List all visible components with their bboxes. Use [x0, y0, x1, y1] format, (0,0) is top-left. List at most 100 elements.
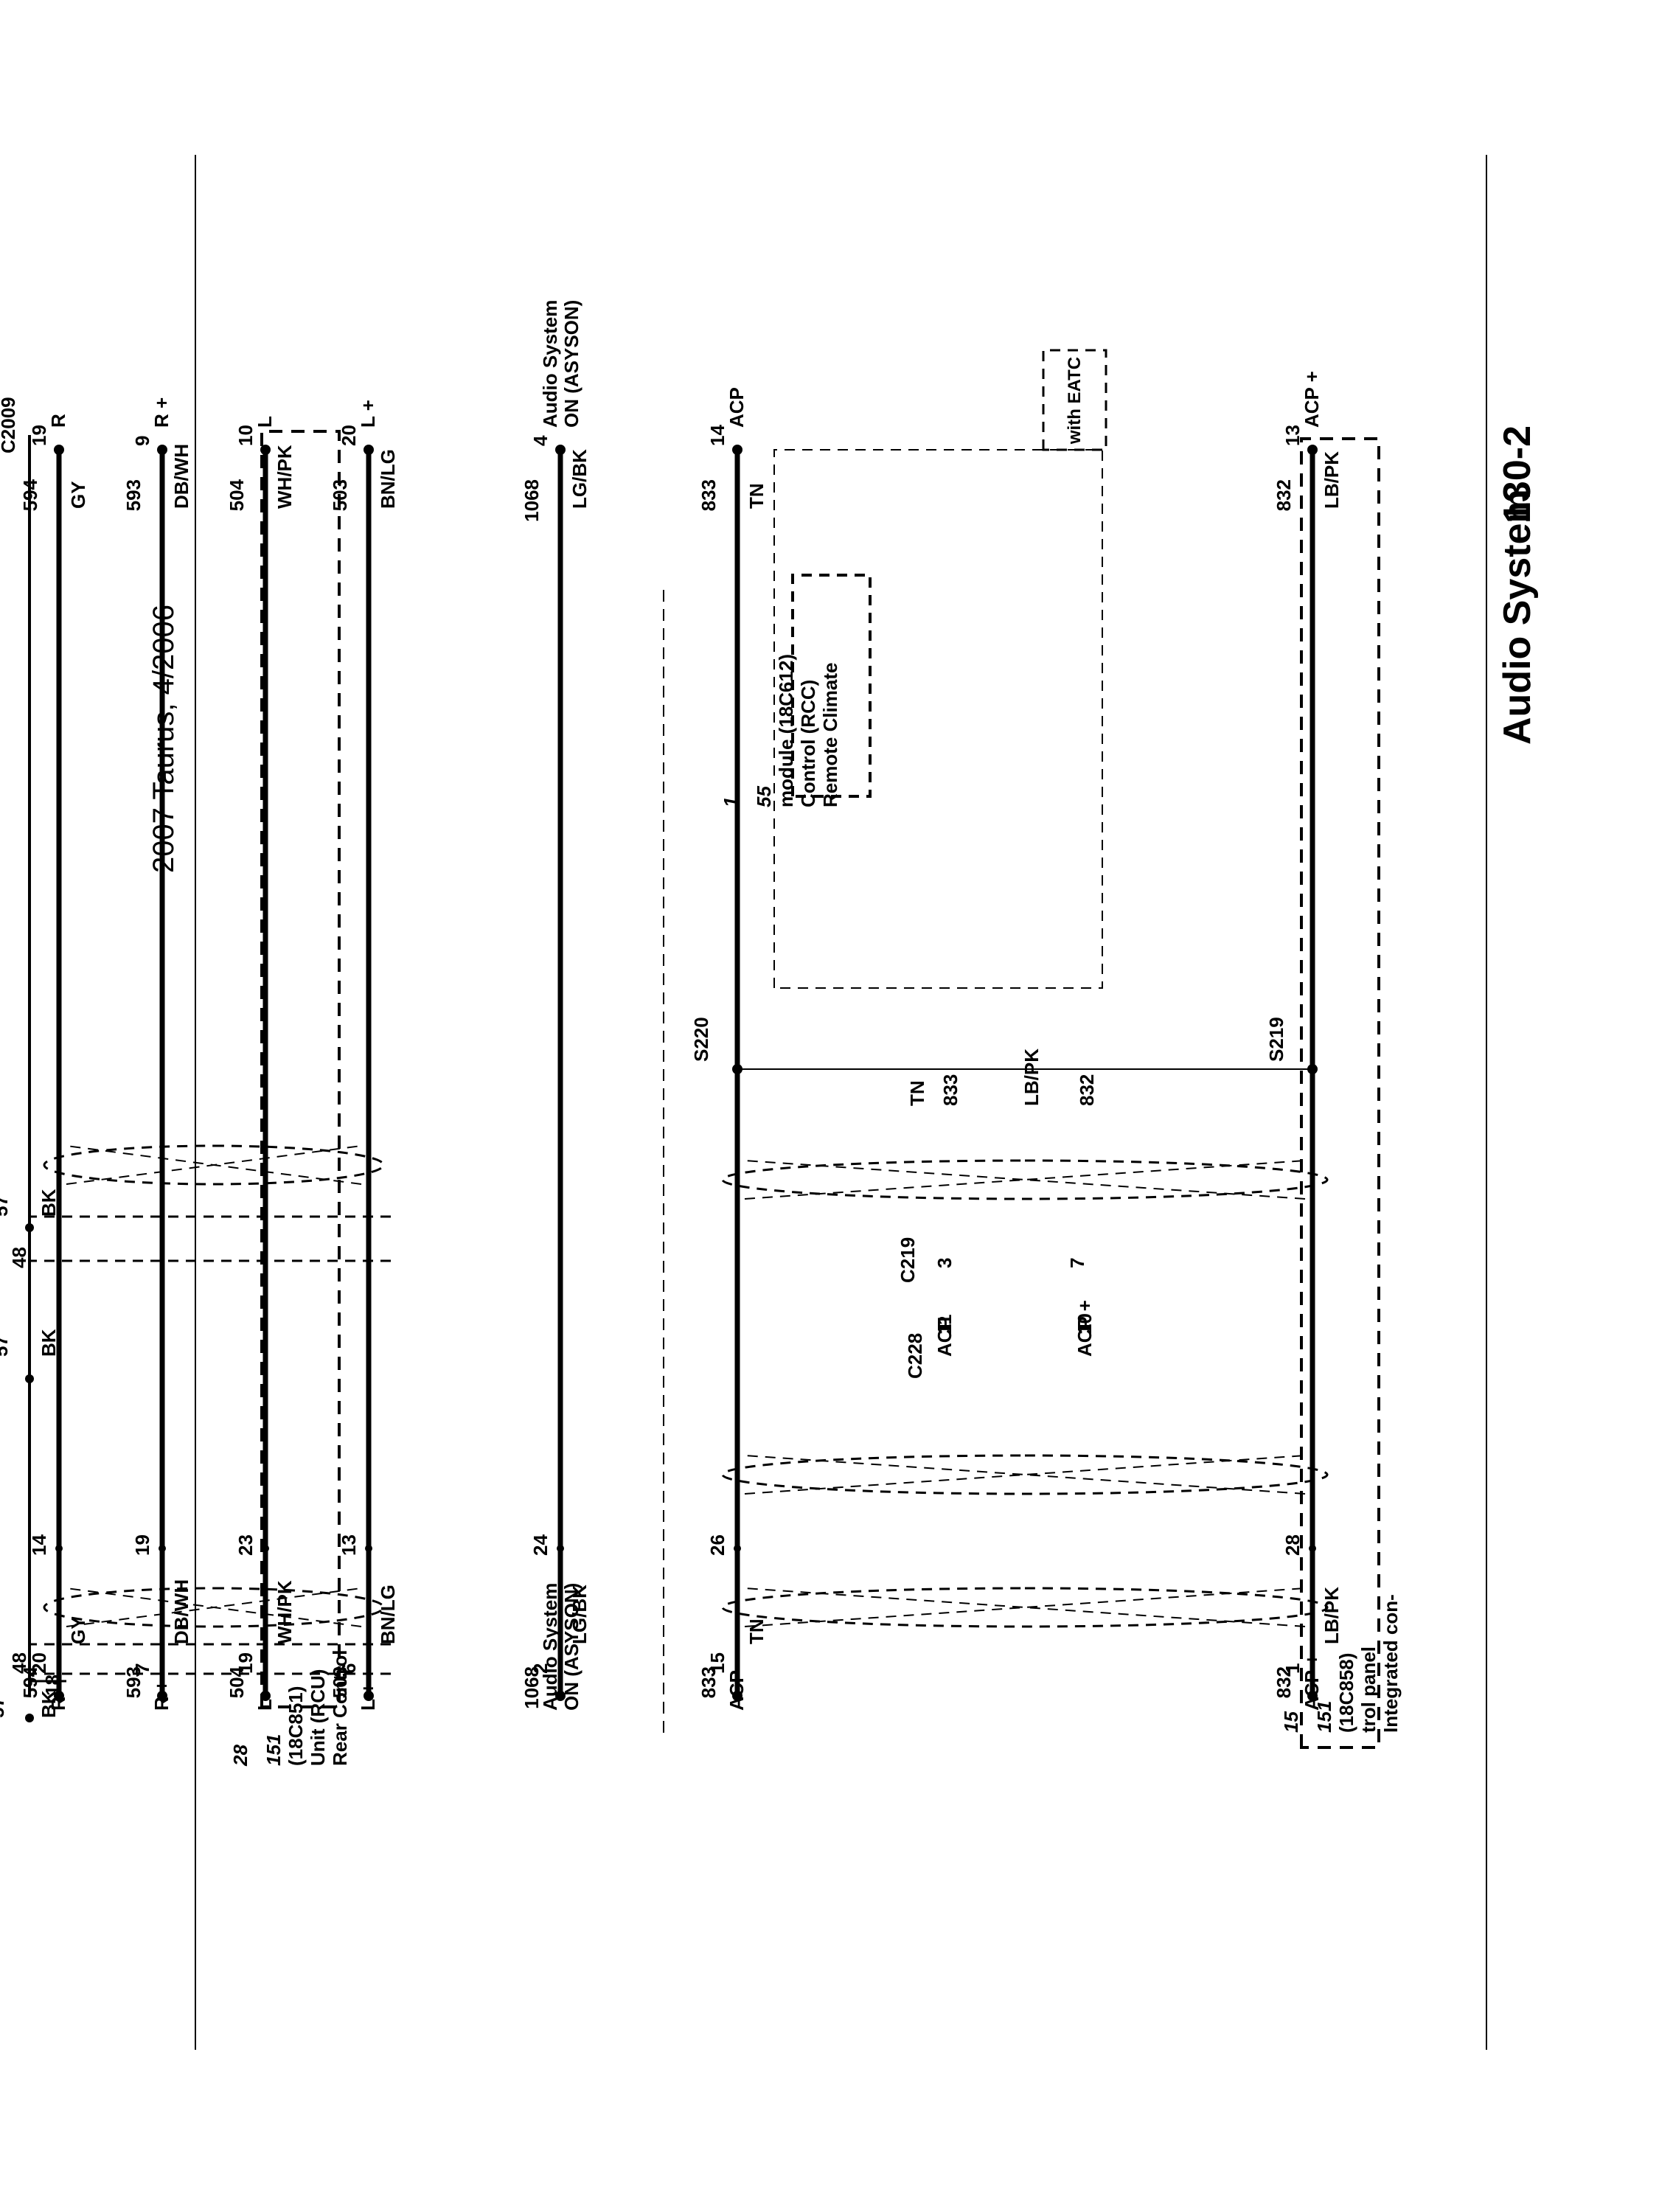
rcu-module-name-1: Rear Control: [329, 1650, 351, 1766]
eatc-option-region: [773, 449, 1103, 989]
twisted-pair-acp-icp-a: [721, 1159, 1329, 1200]
splice-s232-color: BK: [38, 1329, 60, 1357]
icp-pin-function: R +: [150, 397, 173, 428]
c263-pin-dot: [734, 1545, 741, 1552]
twisted-pair-acp-c263-c: [744, 1455, 1306, 1495]
rcu-pin-dot: [555, 1691, 566, 1701]
c263-pin-dot: [557, 1545, 564, 1552]
rcu-pin-number: 15: [706, 1652, 728, 1674]
icp-pin-number: 19: [28, 425, 50, 446]
c263-pin-dot: [159, 1545, 166, 1552]
rcc-ref-right: 1: [720, 797, 742, 807]
rcc-connector-name: C228: [904, 1333, 926, 1379]
icp-ref-right: 15: [1280, 1711, 1302, 1733]
twisted-pair-audio-rcu-a: [43, 1587, 385, 1628]
rcu-pin-function: R: [47, 1697, 69, 1711]
c263-pin-number: 13: [338, 1534, 360, 1556]
wire-layer: [25, 435, 1329, 1722]
rcc-circuit-833: 833: [939, 1074, 961, 1106]
icp-circuit-number: 503: [329, 479, 351, 511]
rcu-pin-dot: [364, 1691, 374, 1701]
icp-pin-number: 20: [338, 425, 360, 446]
rcu-pin-dot: [260, 1691, 271, 1701]
twisted-pair-acp-c263-b: [744, 1455, 1306, 1495]
rcc-module-name-3: module (18C612): [775, 654, 797, 807]
icp-pin-dot: [364, 445, 374, 455]
rcu-pin-number: 7: [131, 1663, 153, 1674]
rcu-ref-right: 28: [229, 1745, 251, 1767]
icp-wire-color: LG/BK: [568, 449, 591, 509]
rcu-pin-ground: 18: [41, 1674, 63, 1696]
twisted-pair-acp-icp-b: [744, 1160, 1306, 1200]
rcc-color-lbpk: LB/PK: [1020, 1048, 1043, 1106]
rcu-pin-function-1: Audio System: [539, 1583, 561, 1711]
splice-s219-label: S219: [1265, 1017, 1287, 1062]
rcu-module-enclosure: [260, 430, 341, 1708]
splice-s220-label: S220: [690, 1017, 712, 1062]
twisted-pair-audio-rcu-c: [66, 1587, 362, 1627]
rcc-pin-label-acp: ACP: [933, 1316, 956, 1357]
rcu-circuit-number: 593: [122, 1666, 145, 1698]
rcu-pin-function: L: [254, 1699, 276, 1711]
rcu-pin-number: 19: [234, 1652, 257, 1674]
rcu-circuit-number: 594: [19, 1666, 41, 1698]
c263-pin-dot: [365, 1545, 372, 1552]
rcu-pin-number: 20: [28, 1652, 50, 1674]
icp-pin-number: 10: [234, 425, 257, 446]
splice-s219-dot: [1307, 1064, 1318, 1074]
c263-pin-number: 14: [28, 1534, 50, 1556]
icp-pin-function: ACP +: [1301, 371, 1323, 428]
c263-pin-number: 19: [131, 1534, 153, 1556]
icp-wire-color: TN: [745, 483, 768, 509]
eatc-note: with EATC: [1065, 357, 1085, 445]
rcu-pin-function-2: ON (ASYSON): [560, 1583, 582, 1711]
splice-s412-dot: [25, 1714, 34, 1722]
icp-module-name-1: Integrated con-: [1380, 1594, 1402, 1733]
rcu-circuit-number: 503: [329, 1666, 351, 1698]
icp-wire-color: BN/LG: [377, 449, 399, 509]
rcc-module-name-2: Control (RCC): [797, 680, 819, 807]
c219-pin-7: 7: [1066, 1258, 1088, 1268]
splice-s220-dot: [732, 1064, 742, 1074]
splice-s215-circuit: 57: [0, 1195, 12, 1217]
icp-pin-function: ACP: [726, 387, 748, 428]
rcc-module-name-1: Remote Climate: [819, 663, 841, 808]
rcu-pin-number: 6: [338, 1663, 360, 1674]
rcu-module-name-2: Unit (RCU): [307, 1669, 329, 1766]
rcc-pin-label-acp-plus: ACP +: [1074, 1300, 1096, 1357]
icp-module-enclosure: [1300, 437, 1380, 1749]
icp-module-name-3: (18C858): [1335, 1653, 1357, 1733]
rcu-wire-color: DB/WH: [170, 1579, 192, 1644]
icp-pin-dot: [157, 445, 167, 455]
rcu-wire-color: LB/PK: [1321, 1587, 1343, 1644]
icp-ref-left: 151: [1313, 1701, 1335, 1733]
rcu-pin-number: 2: [529, 1663, 552, 1674]
rcu-pin-function: R +: [150, 1680, 173, 1711]
rcu-wire-color: WH/PK: [274, 1580, 296, 1644]
icp-pin-dot: [260, 445, 271, 455]
icp-circuit-number: 1068: [521, 479, 543, 522]
icp-wire-color: WH/PK: [274, 445, 296, 509]
icp-pin-number: 14: [706, 425, 728, 446]
shield-circuit-rcu: 48: [8, 1652, 30, 1674]
rcc-ref-left: 55: [753, 786, 775, 807]
icp-pin-function: L: [254, 416, 276, 428]
rcu-ground-color: BK: [38, 1690, 60, 1718]
rcu-pin-dot: [54, 1691, 64, 1701]
icp-pin-dot: [555, 445, 566, 455]
icp-wire-color: LB/PK: [1321, 451, 1343, 509]
splice-s232-circuit: 57: [0, 1335, 12, 1357]
rcu-wire-color: BN/LG: [377, 1585, 399, 1644]
c263-pin-number: 28: [1281, 1534, 1304, 1556]
rcu-circuit-number: 833: [698, 1666, 720, 1698]
twisted-pair-audio-icp-a: [43, 1144, 385, 1186]
twisted-pair-acp-icp-c: [744, 1160, 1306, 1200]
page-number: 130-2: [1496, 425, 1539, 524]
icp-circuit-number: 594: [19, 479, 41, 511]
splice-s232-dot: [25, 1374, 34, 1383]
c263-pin-dot: [55, 1545, 63, 1552]
c219-pin-3: 3: [933, 1258, 956, 1268]
